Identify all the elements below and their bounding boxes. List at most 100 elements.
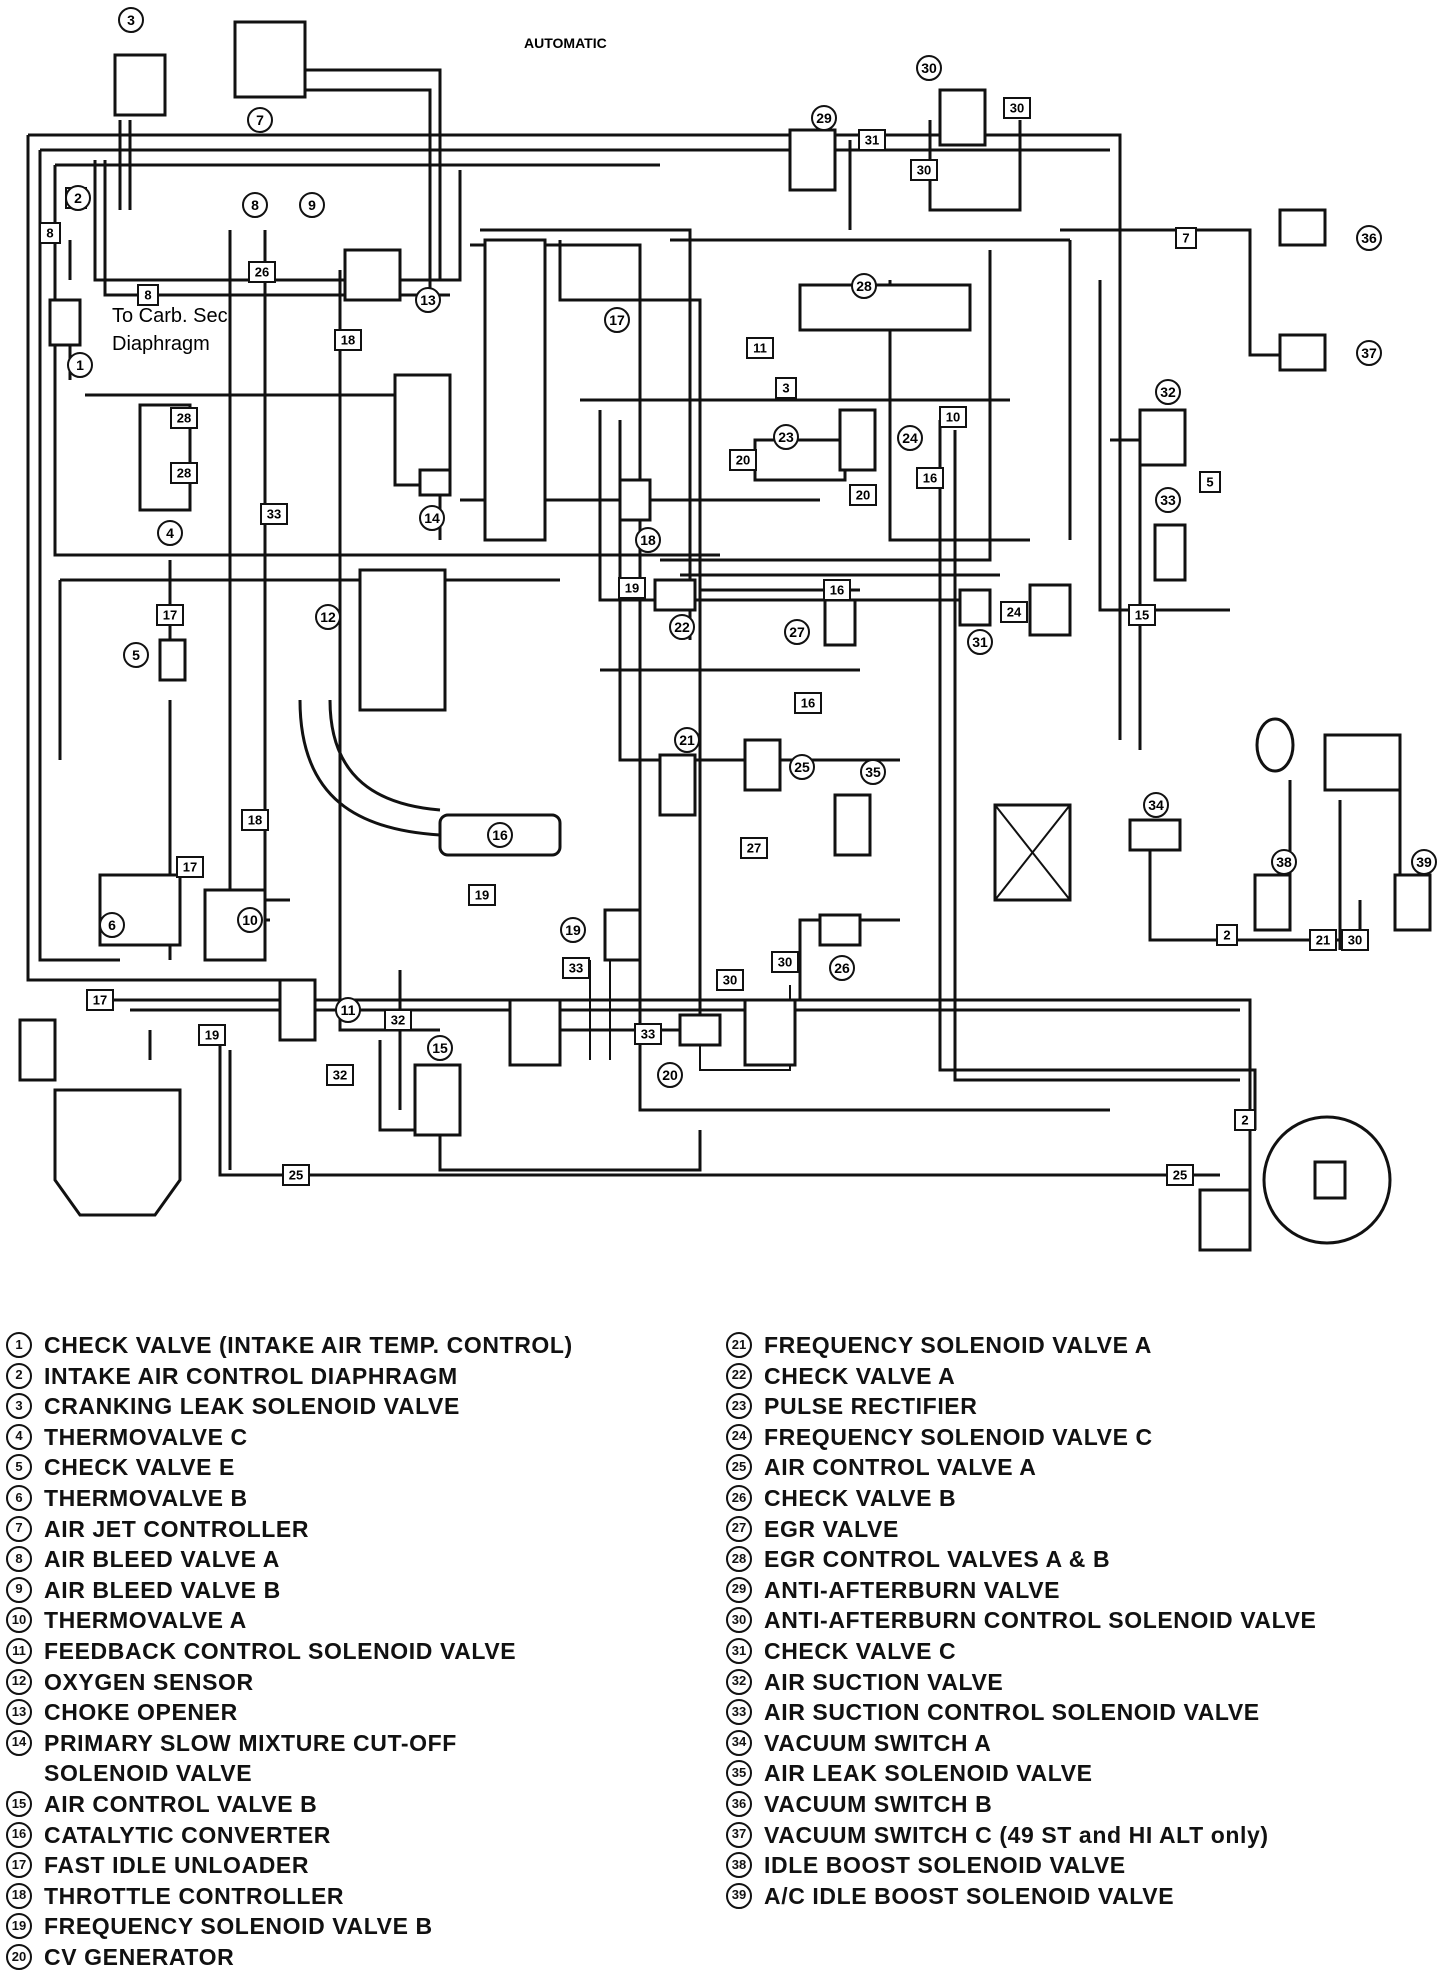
component-callout: 31 (967, 629, 993, 655)
legend-number: 1 (6, 1332, 32, 1358)
hose-tag-label: 15 (1135, 608, 1149, 623)
component-callout: 3 (118, 7, 144, 33)
hose-tag: 16 (794, 692, 822, 714)
air-leak-solenoid-valve (833, 793, 872, 857)
component-callout: 18 (635, 527, 661, 553)
component-callout: 22 (669, 614, 695, 640)
component-callout: 5 (123, 642, 149, 668)
hose-tag-label: 8 (144, 288, 151, 303)
legend-text: CHOKE OPENER (44, 1699, 238, 1726)
hose-tag: 19 (198, 1024, 226, 1046)
component-callout-number: 10 (242, 912, 258, 928)
component-callout-number: 39 (1416, 854, 1432, 870)
hose-tag: 19 (618, 577, 646, 599)
hose-tag-label: 3 (782, 381, 789, 396)
egr-valve (823, 598, 857, 647)
legend-number: 26 (726, 1484, 752, 1511)
hose-tag: 17 (156, 604, 184, 626)
legend-number: 18 (6, 1882, 32, 1909)
component-callout: 1 (67, 352, 93, 378)
legend-text: AIR JET CONTROLLER (44, 1515, 310, 1542)
legend-number: 19 (6, 1913, 32, 1940)
check-valve-e (158, 638, 187, 682)
hose-tag-label: 33 (569, 961, 583, 976)
air-suction-control-solenoid (1153, 523, 1187, 582)
legend-number: 13 (6, 1699, 32, 1726)
component-callout: 19 (560, 917, 586, 943)
legend-text: CHECK VALVE A (764, 1362, 956, 1389)
component-callout-number: 4 (166, 525, 174, 541)
legend-item: 1 CHECK VALVE (INTAKE AIR TEMP. CONTROL) (6, 1330, 706, 1361)
legend-text: FEEDBACK CONTROL SOLENOID VALVE (44, 1637, 517, 1664)
legend-text: THERMOVALVE A (44, 1607, 247, 1634)
component-callout: 39 (1411, 849, 1437, 875)
legend-number: 20 (6, 1943, 32, 1970)
legend-column-left: 1 CHECK VALVE (INTAKE AIR TEMP. CONTROL) 2… (6, 1330, 706, 1972)
legend-text: THERMOVALVE C (44, 1423, 248, 1450)
callout-carb-sec-line2: Diaphragm (112, 333, 210, 355)
hose-tag: 20 (729, 449, 757, 471)
hose-tag: 7 (1175, 227, 1197, 249)
vacuum-switch-a (1128, 818, 1182, 852)
surge-tank-left (508, 998, 562, 1067)
hose-tag-label: 30 (723, 973, 737, 988)
legend-text: VACUUM SWITCH B (764, 1790, 993, 1817)
hose-tag: 33 (260, 503, 288, 525)
hose-tag: 19 (468, 884, 496, 906)
hose-tag-label: 18 (341, 333, 355, 348)
legend-item: SOLENOID VALVE (6, 1758, 706, 1789)
component-callout: 12 (315, 604, 341, 630)
hose-tag-label: 8 (46, 226, 53, 241)
component-callout: 10 (237, 907, 263, 933)
component-callout: 16 (487, 822, 513, 848)
legend-text: FREQUENCY SOLENOID VALVE A (764, 1332, 1152, 1358)
hose-tag-label: 11 (753, 341, 767, 356)
hose-tag: 30 (716, 969, 744, 991)
legend-number: 5 (6, 1454, 32, 1481)
hose-tag-label: 33 (267, 507, 281, 522)
legend-item: 13 CHOKE OPENER (6, 1697, 706, 1728)
hose-tag: 31 (858, 129, 886, 151)
legend-number: 27 (726, 1515, 752, 1542)
legend-text: SOLENOID VALVE (44, 1760, 253, 1787)
component-callout-number: 32 (1160, 384, 1176, 400)
hose-tag: 33 (562, 957, 590, 979)
hose-tag-label: 32 (391, 1013, 405, 1028)
hose-tag-label: 5 (1206, 475, 1213, 490)
hose-tag: 2 (1216, 924, 1238, 946)
frequency-solenoid-valve-c (838, 408, 877, 472)
legend-text: AIR BLEED VALVE A (44, 1546, 280, 1573)
hose-tag-label: 17 (93, 993, 107, 1008)
component-callout-number: 38 (1276, 854, 1292, 870)
legend-number: 34 (726, 1729, 752, 1756)
legend-number: 24 (726, 1423, 752, 1450)
component-callout: 8 (242, 192, 268, 218)
component-callout: 6 (99, 912, 125, 938)
hose-tag: 17 (176, 856, 204, 878)
hose-tag-label: 16 (801, 696, 815, 711)
component-callout: 26 (829, 955, 855, 981)
hose-tag: 28 (170, 462, 198, 484)
legend-number: 22 (726, 1362, 752, 1389)
hose-tag-label: 19 (625, 581, 639, 596)
pulse-rectifier (753, 438, 847, 482)
component-callout-number: 7 (256, 112, 264, 128)
legend-text: CHECK VALVE (INTAKE AIR TEMP. CONTROL) (44, 1332, 573, 1358)
hose-tag: 32 (384, 1009, 412, 1031)
hose-tag: 17 (86, 989, 114, 1011)
surge-tank-right (743, 998, 797, 1067)
legend-text: ANTI-AFTERBURN VALVE (764, 1576, 1061, 1603)
hose-tag-label: 25 (289, 1168, 303, 1183)
component-callout: 35 (860, 759, 886, 785)
